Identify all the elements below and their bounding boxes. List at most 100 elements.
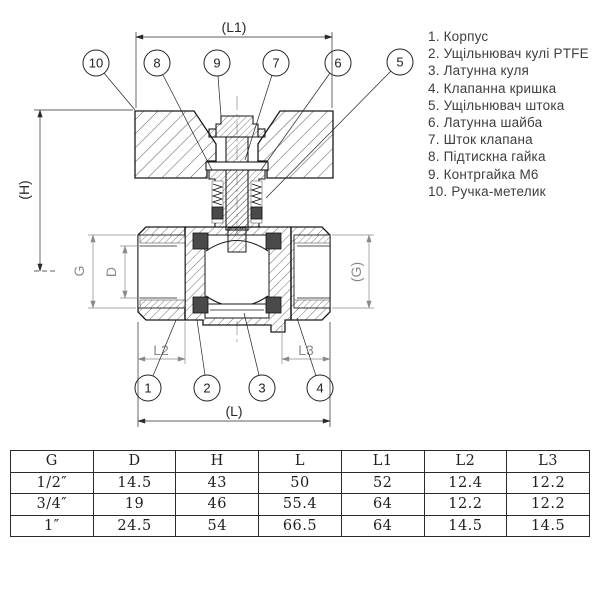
table-cell: 14.5 [423,514,508,537]
dimension-H [34,109,133,272]
callout-circle-9 [203,49,231,77]
handle-right-wing [257,110,334,179]
table-cell: 24.5 [92,514,177,537]
callout-circle-5 [386,48,414,76]
table-header: L2 [423,450,508,473]
table-cell: 64 [340,514,425,537]
table-row: 3/4″ 19 46 55.4 64 12.2 12.2 [10,493,590,516]
dim-label-L1: (L1) [222,19,247,35]
ball-seats [192,232,282,314]
callout-number-10: 10 [89,56,103,71]
callout-circles [82,48,414,402]
table-header: H [175,450,260,473]
dim-label-H: (H) [16,180,32,199]
dim-label-D: D [103,267,119,277]
dim-label-L: (L) [225,403,242,419]
callout-circle-10 [82,49,110,77]
dimension-D [120,245,140,299]
legend-item: 8. Підтискна гайка [428,149,546,165]
table-cell: 1/2″ [10,471,94,494]
left-thread-bottom [139,299,186,309]
lock-nut [208,115,266,138]
parts-legend: 1. Корпус 2. Ущільнювач кулі PTFE 3. Лат… [428,28,600,200]
table-cell: 14.5 [92,471,177,494]
legend-item: 4. Клапанна кришка [428,80,557,96]
table-header: L3 [506,450,590,473]
callout-leaders [103,70,392,377]
stem-seal-right [250,206,263,220]
callout-number-2: 2 [203,381,210,396]
legend-item: 7. Шток клапана [428,132,533,148]
handle-left-wing [134,110,217,179]
left-thread-top [139,234,186,244]
callout-number-3: 3 [258,381,265,396]
table-cell: 12.2 [506,471,590,494]
callout-number-7: 7 [272,56,279,71]
seat-plate [204,303,270,319]
table-cell: 14.5 [506,514,590,537]
callout-number-1: 1 [144,381,151,396]
spring-left [211,183,224,206]
table-cell: 3/4″ [10,493,94,516]
right-thread-top [293,234,331,244]
legend-item: 5. Ущільнювач штока [428,97,565,113]
butterfly-handle [134,110,334,179]
table-cell: 12.2 [423,493,508,516]
legend-item: 2. Ущільнювач кулі PTFE [428,46,589,62]
table-cell: 43 [175,471,260,494]
legend-item: 1. Корпус [428,29,489,44]
dimension-L1 [135,32,333,108]
dimension-G-right [332,234,374,309]
table-header-row: G D H L L1 L2 L3 [10,450,590,473]
dimension-L [137,322,331,427]
dim-label-G: G [71,266,87,277]
table-header: D [92,450,177,473]
dimensions-table: G D H L L1 L2 L3 1/2″ 14.5 43 50 52 12.4… [10,450,590,537]
callout-circle-4 [306,374,334,402]
table-cell: 46 [175,493,260,516]
table-cell: 64 [340,493,425,516]
stem-tab [227,227,247,253]
table-row: 1/2″ 14.5 43 50 52 12.4 12.2 [10,471,590,494]
table-header: G [10,450,94,473]
callout-circle-2 [193,374,221,402]
callout-circle-8 [143,49,171,77]
callout-number-8: 8 [153,56,160,71]
callout-number-4: 4 [316,381,323,396]
legend-item: 9. Контргайка М6 [428,166,539,182]
legend-item: 6. Латунна шайба [428,115,543,131]
table-header: L [258,450,342,473]
brass-washer [205,161,269,171]
table-cell: 66.5 [258,514,342,537]
table-cell: 12.4 [423,471,508,494]
right-port-bore [293,234,331,309]
table-cell: 54 [175,514,260,537]
callout-number-9: 9 [213,56,220,71]
dimension-L3 [281,326,331,364]
table-cell: 19 [92,493,177,516]
spring-right [250,183,263,206]
stem-seal-left [211,206,224,220]
callout-numbers: 10 8 9 7 6 5 1 2 3 4 [89,55,404,396]
callout-circle-7 [262,49,290,77]
callout-circle-6 [324,49,352,77]
table-cell: 12.2 [506,493,590,516]
dim-label-L3: L3 [298,342,314,358]
dimension-G-left [88,234,136,309]
dimension-L2 [137,322,186,364]
left-port-bore [137,234,186,309]
table-cell: 52 [340,471,425,494]
callout-circle-1 [134,374,162,402]
callout-circle-3 [248,374,276,402]
legend-item: 10. Ручка-метелик [428,183,546,199]
table-cell: 55.4 [258,493,342,516]
right-thread-bottom [293,299,331,309]
callout-number-6: 6 [334,56,341,71]
callout-number-5: 5 [396,55,403,70]
dim-label-G-right: (G) [348,262,364,282]
table-row: 1″ 24.5 54 66.5 64 14.5 14.5 [10,514,590,537]
table-cell: 50 [258,471,342,494]
table-cell: 1″ [10,514,94,537]
valve-technical-drawing: (L1) (H) (L) G D (G) L2 L3 [16,19,414,427]
legend-item: 3. Латунна куля [428,63,530,79]
